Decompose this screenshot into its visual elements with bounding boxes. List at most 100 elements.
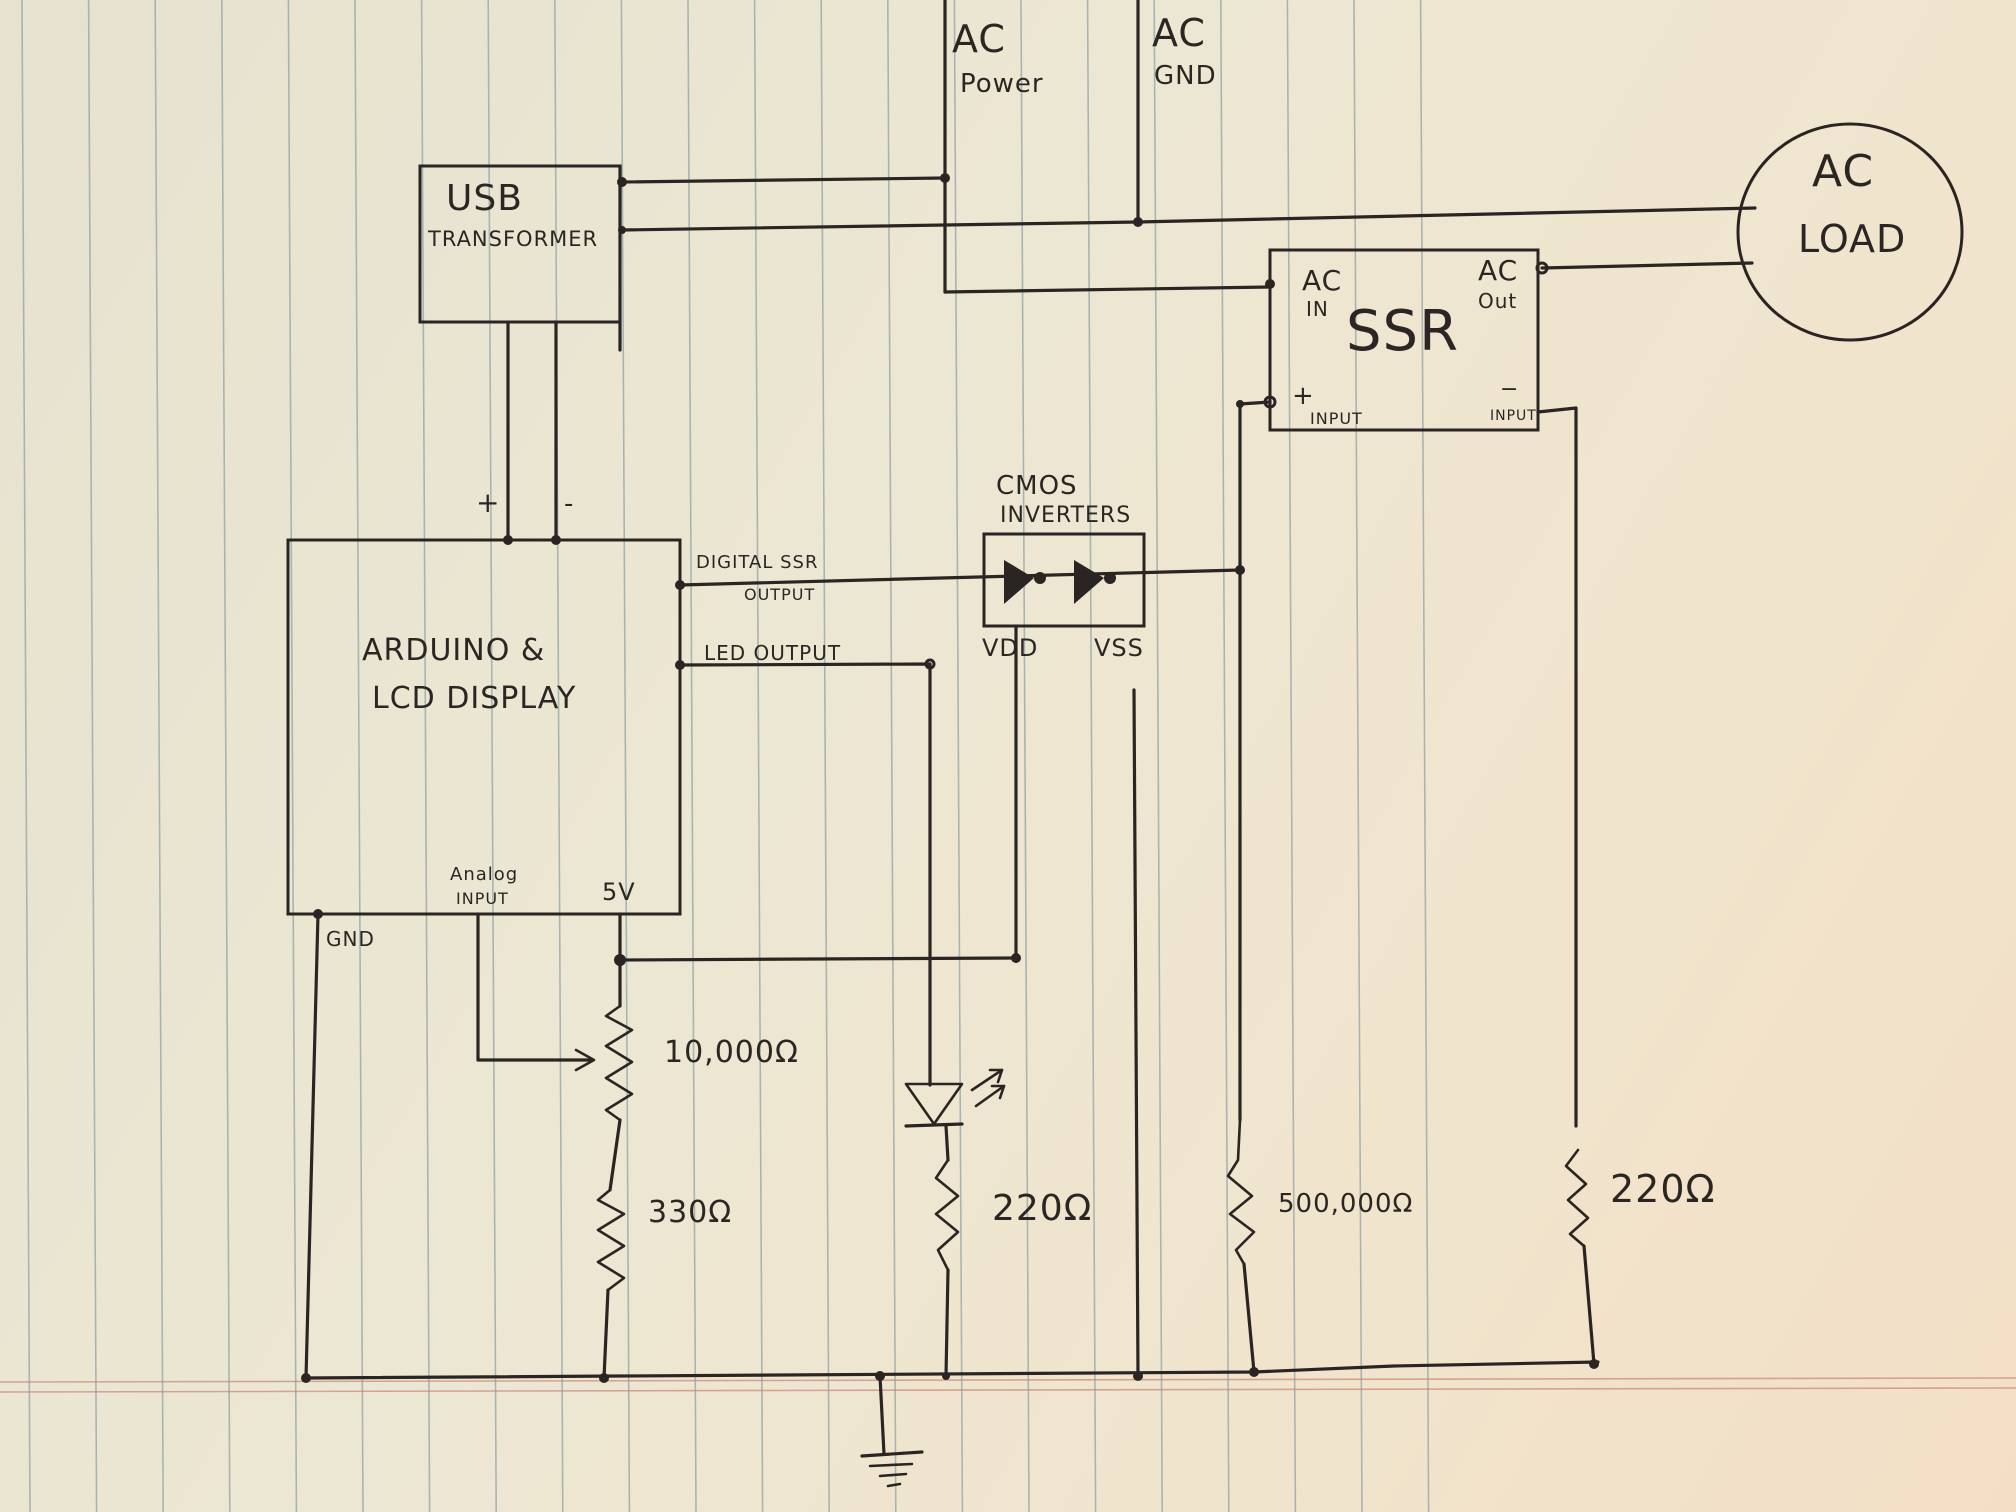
led-output-label: LED OUTPUT xyxy=(704,641,841,665)
junction xyxy=(301,1373,311,1383)
ssr-ac-out-line1: AC xyxy=(1478,254,1518,287)
junction xyxy=(618,226,626,234)
junction xyxy=(675,660,685,670)
rule-line xyxy=(953,0,964,1512)
ac-power-label-line1: AC xyxy=(952,17,1006,61)
wire-ssr-out-to-load xyxy=(1540,261,1754,270)
wire-ssr-plus-input xyxy=(1238,400,1272,1122)
rule-line xyxy=(1353,0,1363,1512)
cmos-label-line1: CMOS xyxy=(996,471,1078,501)
ssr-minus-input-label: INPUT xyxy=(1490,408,1537,424)
gnd-label: GND xyxy=(326,927,375,951)
junction xyxy=(617,177,627,187)
resistor-led-220: 220Ω xyxy=(934,1124,1092,1378)
potentiometer-10k: 10,000Ω xyxy=(604,958,799,1122)
ac-load-label-line2: LOAD xyxy=(1798,217,1906,261)
wire-ground-rail xyxy=(304,912,1600,1380)
junction xyxy=(1011,953,1021,963)
vdd-label: VDD xyxy=(982,634,1038,662)
ac-power-line: AC Power xyxy=(943,0,1044,294)
ssr-ac-in-line1: AC xyxy=(1302,264,1342,297)
junction xyxy=(599,1373,609,1383)
rule-line xyxy=(1153,0,1163,1512)
ac-load-label-line1: AC xyxy=(1812,146,1874,197)
rule-line xyxy=(553,0,564,1512)
ssr-plus-sign: + xyxy=(1292,381,1315,411)
cmos-label-line2: INVERTERS xyxy=(1000,503,1131,528)
rule-line xyxy=(820,0,831,1512)
rule-line xyxy=(753,0,764,1512)
ssr-ac-in-line2: IN xyxy=(1306,297,1329,321)
arduino-minus-pin: - xyxy=(564,489,574,519)
rule-line xyxy=(21,0,31,1512)
arduino-plus-pin: + xyxy=(476,486,500,519)
led xyxy=(904,1068,1006,1128)
rule-line xyxy=(1220,0,1230,1512)
usb-transformer: USB TRANSFORMER xyxy=(418,164,622,542)
resistor-icon xyxy=(1226,1118,1256,1266)
ac-gnd-label-line1: AC xyxy=(1152,11,1206,55)
wire-digital-ssr-output xyxy=(678,568,1242,587)
r330-value-label: 330Ω xyxy=(648,1195,732,1230)
resistor-ssr-220: 220Ω xyxy=(1536,406,1715,1366)
junction xyxy=(675,580,685,590)
digital-ssr-output-label-line1: DIGITAL SSR xyxy=(696,552,818,573)
rule-line xyxy=(487,0,498,1512)
wire-ac-power-to-ssr xyxy=(943,285,1272,294)
junction xyxy=(1589,1359,1599,1369)
junction xyxy=(924,658,936,670)
ssr-plus-input-label: INPUT xyxy=(1310,409,1363,428)
rule-line xyxy=(620,0,631,1512)
analog-input-label-line1: Analog xyxy=(450,864,518,885)
rule-line xyxy=(87,0,98,1512)
usb-transformer-label-line2: TRANSFORMER xyxy=(427,227,598,251)
ac-gnd-line: AC GND xyxy=(1136,0,1217,224)
junction xyxy=(313,909,323,919)
five-volt-label: 5V xyxy=(602,878,636,906)
junction xyxy=(942,1372,950,1380)
rule-line xyxy=(1020,0,1030,1512)
rule-line xyxy=(221,0,231,1512)
ac-power-label-line2: Power xyxy=(960,69,1044,99)
junction xyxy=(1249,1367,1259,1377)
inverter-icon xyxy=(1004,560,1046,604)
led-r-value-label: 220Ω xyxy=(992,1188,1092,1229)
rule-line xyxy=(687,0,697,1512)
rule-line xyxy=(886,0,897,1512)
rule-line xyxy=(287,0,298,1512)
ssr-title: SSR xyxy=(1346,299,1459,364)
wire-usb-to-ac-gnd-load xyxy=(620,206,1757,232)
rule-line xyxy=(1286,0,1297,1512)
rule-line xyxy=(154,0,164,1512)
resistor-icon xyxy=(934,1158,960,1272)
led-icon xyxy=(904,1068,1006,1128)
rule-line xyxy=(420,0,431,1512)
ac-gnd-label-line2: GND xyxy=(1154,61,1217,91)
pot-value-label: 10,000Ω xyxy=(664,1035,799,1070)
junction xyxy=(1133,217,1143,227)
junction xyxy=(940,173,950,183)
wire-vss xyxy=(1132,688,1140,1378)
ssr-ac-out-line2: Out xyxy=(1478,289,1517,313)
ssr: AC IN SSR AC Out + INPUT − INPUT xyxy=(1263,248,1549,432)
rule-line xyxy=(1086,0,1097,1512)
analog-input-label-line2: INPUT xyxy=(456,889,509,908)
rule-line xyxy=(1419,0,1430,1512)
usb-transformer-label-line1: USB xyxy=(446,178,523,219)
arduino-label-line2: LCD DISPLAY xyxy=(372,681,576,716)
ssr-minus-sign: − xyxy=(1500,377,1519,402)
wire-5v-rail xyxy=(618,912,1018,962)
wire-usb-to-ac-power xyxy=(620,176,947,184)
cmos-inverters: CMOS INVERTERS VDD VSS xyxy=(982,471,1146,662)
wire-led-output xyxy=(678,662,932,1087)
wire-analog-input xyxy=(476,912,594,1062)
rule-line xyxy=(354,0,364,1512)
margin-line xyxy=(0,1387,2016,1393)
resistor-500k: 500,000Ω xyxy=(1226,400,1412,1374)
resistor-330: 330Ω xyxy=(596,1118,732,1380)
vss-label: VSS xyxy=(1094,634,1144,662)
resistor-icon xyxy=(1564,1148,1590,1248)
